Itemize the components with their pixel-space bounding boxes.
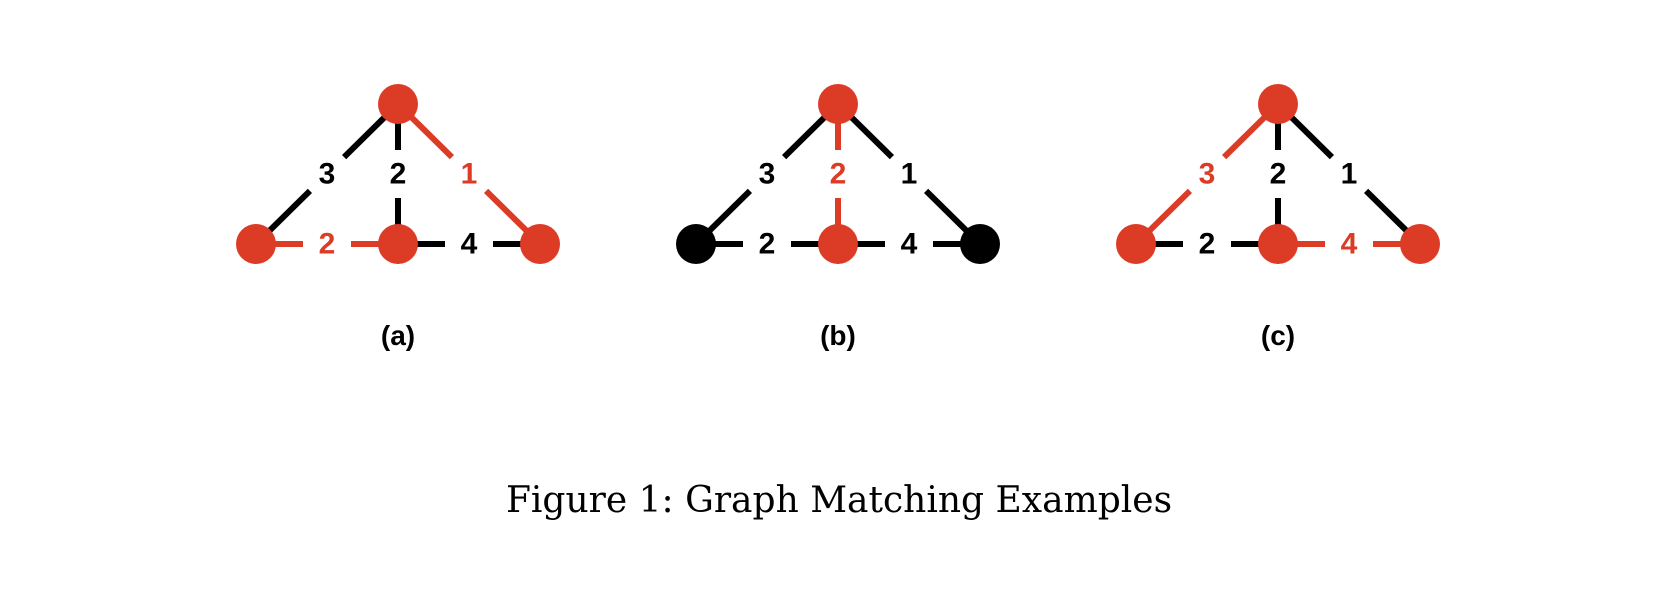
edge-weight-top-left: 3 [1199, 158, 1216, 191]
edge-weight-top-right: 1 [1341, 158, 1358, 191]
node-top [818, 84, 858, 124]
edge-weight-top-left: 3 [319, 158, 336, 191]
edge-weight-center-right: 4 [1341, 228, 1358, 261]
edge-weight-top-right: 1 [461, 158, 478, 191]
edge-weight-left-center: 2 [1199, 228, 1216, 261]
edge-weight-left-center: 2 [319, 228, 336, 261]
edge-weight-top-center: 2 [1270, 158, 1287, 191]
panels-layer: 3 2 1 2 4 (a) 3 2 1 2 4 (b) 3 2 1 2 4 (c) [236, 84, 1440, 351]
node-left [236, 224, 276, 264]
edge-weight-left-center: 2 [759, 228, 776, 261]
panel-a: 3 2 1 2 4 (a) [236, 84, 560, 351]
figure-caption: Figure 1: Graph Matching Examples [506, 480, 1172, 521]
node-top [1258, 84, 1298, 124]
node-left [676, 224, 716, 264]
node-right [1400, 224, 1440, 264]
node-right [960, 224, 1000, 264]
panel-c: 3 2 1 2 4 (c) [1116, 84, 1440, 351]
panel-b: 3 2 1 2 4 (b) [676, 84, 1000, 351]
edge-weight-center-right: 4 [461, 228, 478, 261]
node-center [818, 224, 858, 264]
edge-weight-top-left: 3 [759, 158, 776, 191]
edge-weight-top-center: 2 [390, 158, 407, 191]
edge-weight-top-center: 2 [830, 158, 847, 191]
node-left [1116, 224, 1156, 264]
node-center [378, 224, 418, 264]
node-top [378, 84, 418, 124]
edge-weight-center-right: 4 [901, 228, 918, 261]
panel-label-c: (c) [1261, 320, 1295, 351]
panel-label-b: (b) [820, 320, 856, 351]
node-center [1258, 224, 1298, 264]
panel-label-a: (a) [381, 320, 415, 351]
edge-weight-top-right: 1 [901, 158, 918, 191]
node-right [520, 224, 560, 264]
